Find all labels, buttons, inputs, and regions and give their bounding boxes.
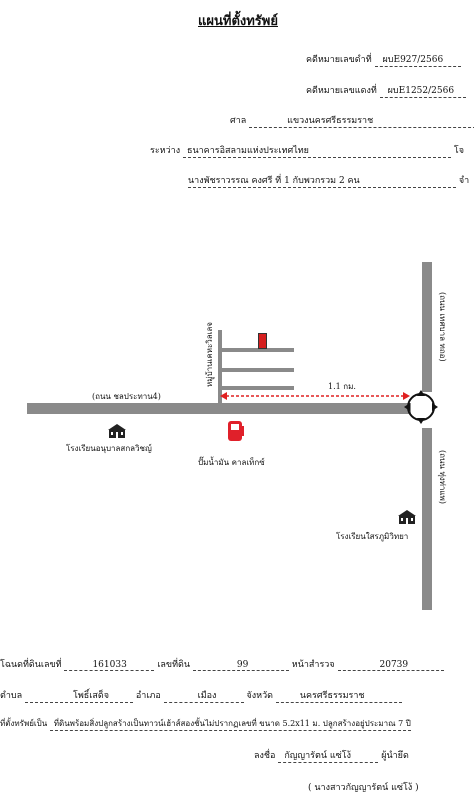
sign-role: ผู้นำยึด <box>381 751 409 761</box>
land-no-value: 99 <box>192 660 289 671</box>
sign-value: กัญญารัตน์ แซ่โง้ <box>278 748 379 763</box>
district-value: เมือง <box>163 688 244 703</box>
court-row: ศาล แขวงนครศรีธรรมราช <box>230 113 474 128</box>
court-label: ศาล <box>230 116 247 126</box>
address-row: ตำบล โพธิ์เสด็จ อำเภอ เมือง จังหวัด นครศ… <box>0 688 402 703</box>
road-north-label: (ถนน เทศบาล ทถอ) <box>438 292 447 362</box>
property-value: ที่ดินพร้อมสิ่งปลูกสร้างเป็นทาวน์เฮ้าส์ส… <box>49 717 411 731</box>
plaintiff-row: ระหว่าง ธนาคารอิสลามแห่งประเทศไทย โจ <box>150 143 464 158</box>
case-red-row: คดีหมายเลขแดงที่ ผบE1252/2566 <box>306 83 466 98</box>
page-title: แผนที่ตั้งทรัพย์ <box>198 14 278 29</box>
subdistrict-value: โพธิ์เสด็จ <box>25 688 134 703</box>
school-icon-2 <box>398 510 416 524</box>
school-2-label: โรงเรียนใสรภูมิวิทยา <box>336 532 409 541</box>
case-red-value: ผบE1252/2566 <box>379 83 466 98</box>
land-no-label: เลขที่ดิน <box>157 660 191 670</box>
village-lane <box>218 330 222 403</box>
defendant-value: นางพัชราวรรณ คงศรี ที่ 1 กับพวกรวม 2 คน <box>188 173 456 188</box>
case-black-value: ผบE927/2566 <box>374 52 461 67</box>
soi-3 <box>220 386 294 390</box>
plaintiff-value: ธนาคารอิสลามแห่งประเทศไทย <box>182 143 451 158</box>
sign-label: ลงชื่อ <box>254 751 276 761</box>
court-value: แขวงนครศรีธรรมราช <box>249 113 474 128</box>
roundabout-icon <box>404 390 438 424</box>
soi-2 <box>220 368 294 372</box>
survey-label: หน้าสำรวจ <box>291 660 335 670</box>
province-value: นครศรีธรรมราช <box>275 688 402 703</box>
case-black-label: คดีหมายเลขดำที่ <box>306 55 372 65</box>
survey-value: 20739 <box>337 660 444 671</box>
province-label: จังหวัด <box>246 691 274 701</box>
soi-1 <box>220 348 294 352</box>
between-label: ระหว่าง <box>150 146 181 156</box>
subdistrict-label: ตำบล <box>0 691 23 701</box>
property-label: ที่ตั้งทรัพย์เป็น <box>0 719 48 728</box>
deed-label: โฉนดที่ดินเลขที่ <box>0 660 62 670</box>
property-row: ที่ตั้งทรัพย์เป็น ที่ดินพร้อมสิ่งปลูกสร้… <box>0 717 474 731</box>
village-label: หมู่บ้านเคหะวิลเลจ <box>205 322 214 387</box>
deed-value: 161033 <box>64 660 155 671</box>
deed-row: โฉนดที่ดินเลขที่ 161033 เลขที่ดิน 99 หน้… <box>0 657 444 671</box>
property-marker-icon <box>258 333 267 349</box>
gas-station-label: ปั๊มน้ำมัน คาลเท็กซ์ <box>198 458 265 467</box>
school-icon <box>108 424 126 438</box>
distance-label: 1.1 กม. <box>328 382 356 391</box>
case-black-row: คดีหมายเลขดำที่ ผบE927/2566 <box>306 52 461 67</box>
road-south-label: (ถนน ทุ่งท่าแพ) <box>438 450 447 504</box>
main-road <box>27 403 411 414</box>
signer-name: ( นางสาวกัญญารัตน์ แซ่โง้ ) <box>308 783 419 793</box>
gas-station-icon <box>228 421 244 441</box>
plaintiff-suffix: โจ <box>453 146 464 156</box>
case-red-label: คดีหมายเลขแดงที่ <box>306 86 377 96</box>
defendant-row: นางพัชราวรรณ คงศรี ที่ 1 กับพวกรวม 2 คน … <box>188 173 469 188</box>
south-road <box>422 428 432 610</box>
distance-arrow-icon <box>220 392 410 400</box>
road-west-label: (ถนน ชลประทาน4) <box>92 392 161 401</box>
north-road <box>422 262 432 392</box>
school-1-label: โรงเรียนอนุบาลสกลวิชญ์ <box>66 444 152 453</box>
signature-row: ลงชื่อ กัญญารัตน์ แซ่โง้ ผู้นำยึด <box>254 748 409 763</box>
district-label: อำเภอ <box>135 691 161 701</box>
defendant-suffix: จำ <box>458 176 470 186</box>
